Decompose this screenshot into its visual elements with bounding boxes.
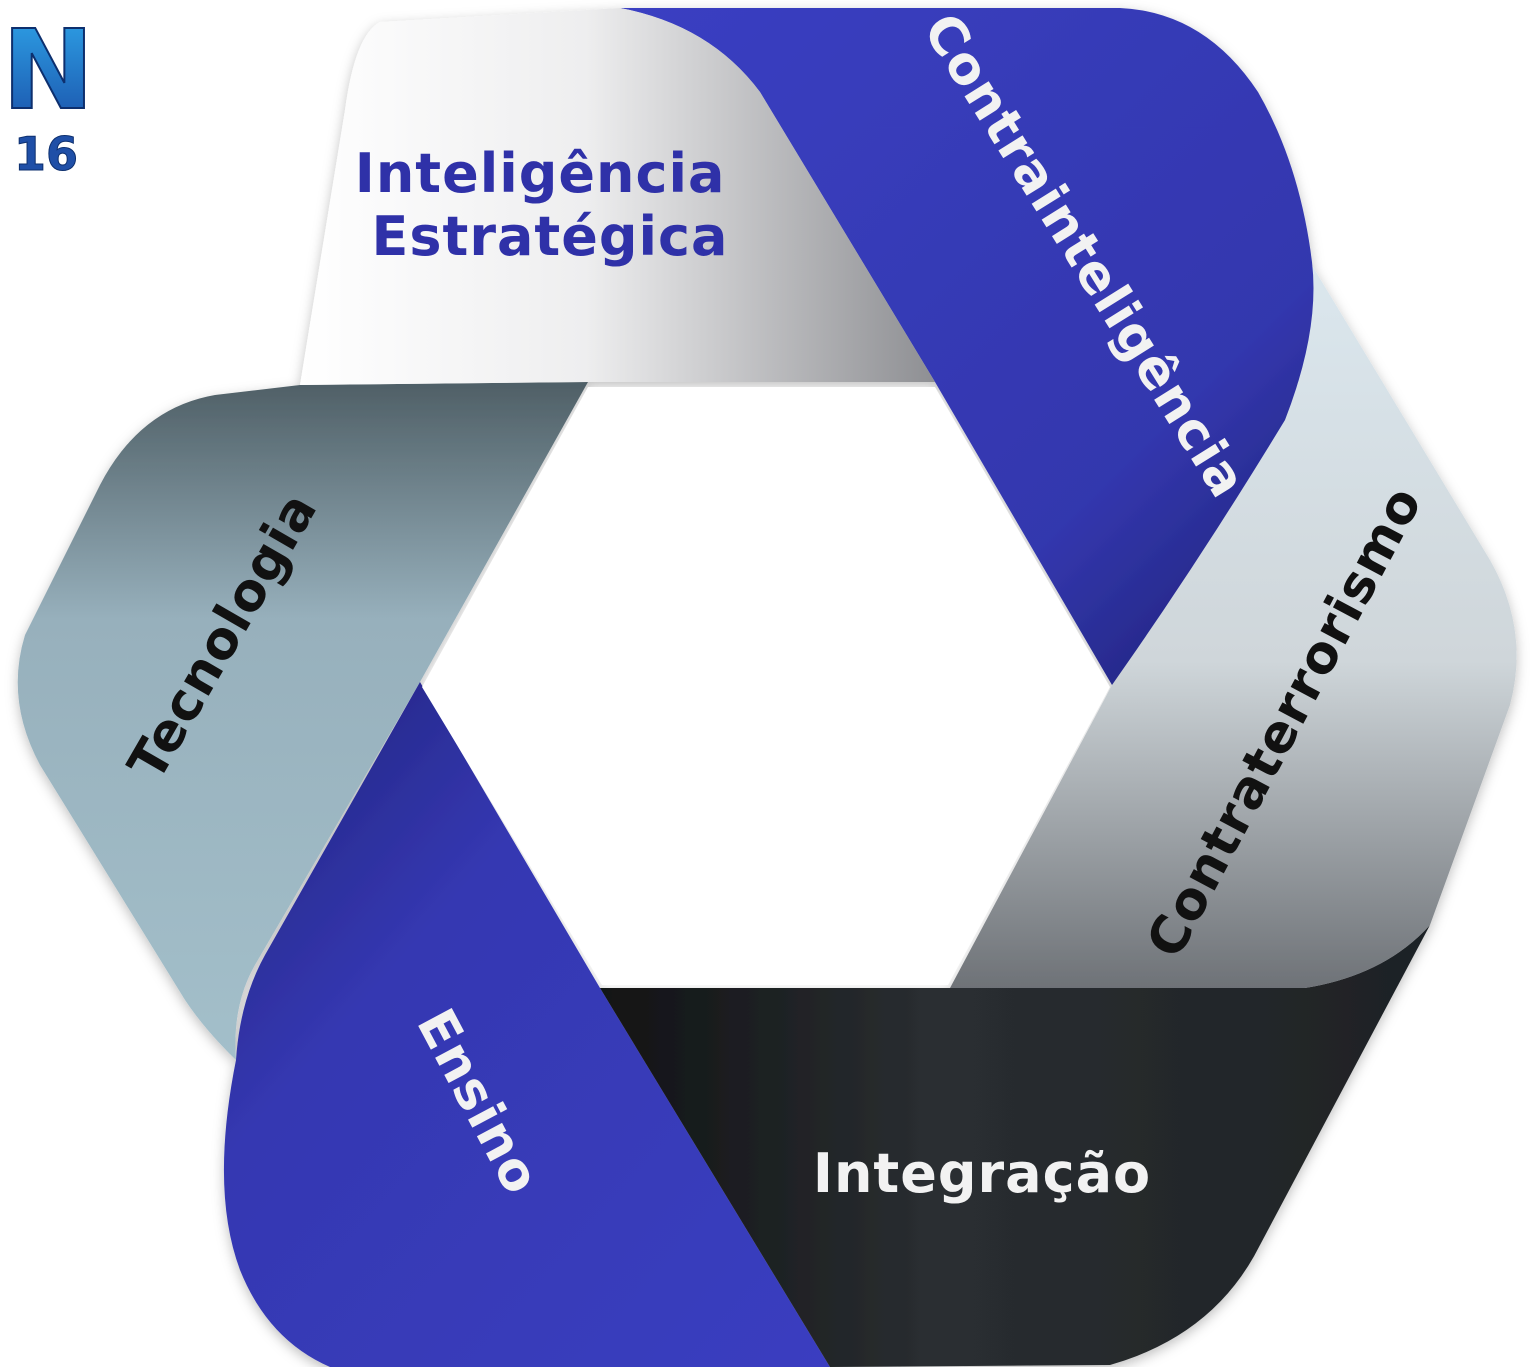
center-hexagon [422, 387, 1110, 985]
segment-inteligencia-estrategica [300, 8, 935, 385]
label-inteligencia-line1: Inteligência [355, 142, 726, 205]
segment-contrainteligencia [620, 8, 1314, 685]
label-integracao: Integração [813, 1142, 1151, 1205]
label-inteligencia-line2: Estratégica [372, 205, 729, 268]
segment-tecnologia [17, 382, 588, 1060]
segment-integracao [600, 925, 1430, 1367]
logo-letter: N [2, 6, 94, 134]
label-inteligencia-estrategica: Inteligência Estratégica [355, 142, 746, 268]
segment-contraterrorismo [950, 262, 1517, 988]
logo: N 16 [1, 5, 95, 182]
segment-ensino [223, 682, 830, 1367]
logo-year: 16 [14, 127, 78, 181]
segments [17, 8, 1517, 1367]
